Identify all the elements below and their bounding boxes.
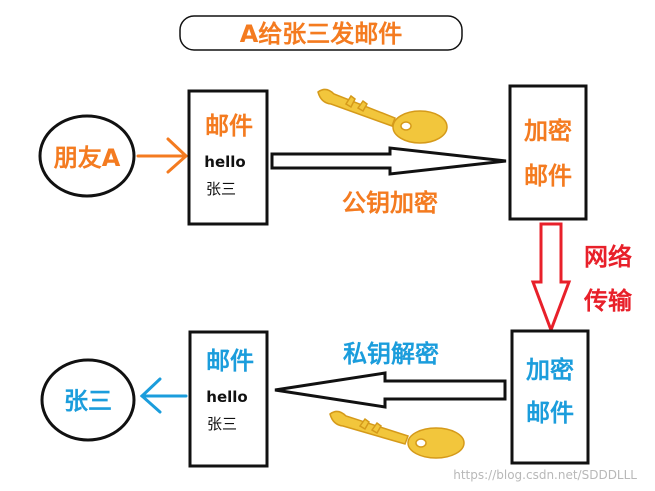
decrypt-caption: 私钥解密: [343, 340, 439, 368]
mail-box-top-border: [187, 89, 269, 226]
transfer-line2: 传输: [583, 287, 633, 315]
mail-box-bottom-title: 邮件: [206, 347, 254, 375]
receiver-node: 张三: [40, 358, 136, 442]
transfer-arrow: [530, 222, 572, 335]
encrypted-box-top-border: [508, 84, 588, 221]
encrypted-box-top-line2: 邮件: [524, 162, 572, 190]
watermark: https://blog.csdn.net/SDDDLLL: [453, 468, 637, 482]
encrypted-box-bottom-line2: 邮件: [526, 399, 574, 427]
bottom-key-icon: [329, 410, 465, 459]
encrypt-caption: 公钥加密: [342, 189, 438, 217]
mail-box-bottom-line2: 张三: [207, 415, 237, 433]
mail-box-top-line2: 张三: [206, 180, 236, 198]
decrypt-arrow: [274, 371, 507, 409]
mail-box-top: 邮件 hello 张三: [187, 89, 269, 226]
transfer-line1: 网络: [584, 243, 632, 271]
encrypted-box-top: 加密 邮件: [508, 84, 588, 221]
receive-arrow: [139, 377, 188, 414]
receiver-circle: [40, 358, 136, 442]
title: A给张三发邮件: [240, 20, 403, 48]
mail-box-bottom: 邮件 hello 张三: [188, 330, 269, 468]
sender-label: 朋友A: [54, 144, 121, 172]
mail-box-top-title: 邮件: [205, 112, 253, 140]
sender-node: 朋友A: [38, 114, 136, 198]
encrypted-box-bottom-border: [510, 329, 590, 465]
send-arrow: [136, 137, 189, 174]
sender-circle: [38, 114, 136, 198]
encrypted-box-bottom: 加密 邮件: [510, 329, 590, 465]
mail-box-bottom-border: [188, 330, 269, 468]
top-key-icon: [317, 88, 448, 144]
receiver-label: 张三: [64, 387, 112, 415]
mail-box-bottom-line1: hello: [206, 388, 247, 406]
encrypted-box-top-line1: 加密: [524, 117, 572, 145]
title-banner-border: [179, 15, 463, 51]
mail-box-top-line1: hello: [204, 153, 245, 171]
encrypted-box-bottom-line1: 加密: [526, 356, 574, 384]
encrypt-arrow: [270, 146, 507, 176]
title-banner: A给张三发邮件: [179, 15, 463, 51]
